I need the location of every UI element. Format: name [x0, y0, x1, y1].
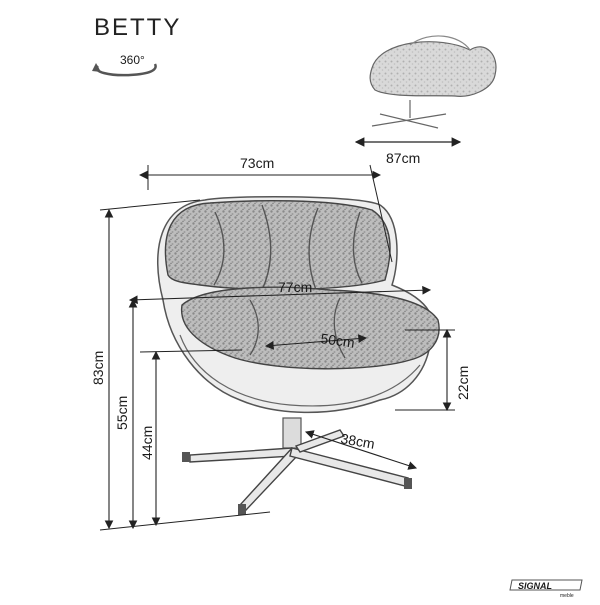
back-height-label: 55cm: [114, 396, 130, 430]
seat-height-tick-top: [139, 349, 243, 353]
brand-name: SIGNAL: [518, 581, 552, 591]
backrest-cushion: [164, 200, 391, 291]
seat-depth-line: [264, 334, 368, 350]
rotation-label: 360°: [120, 53, 145, 67]
side-view-thumbnail: [369, 35, 497, 129]
top-width-tick-right: [369, 164, 393, 263]
thumbnail-width-label: 87cm: [386, 150, 420, 166]
rotate-360-icon: 360°: [92, 53, 157, 77]
total-height-label: 83cm: [90, 351, 106, 385]
base-radius-line: [304, 430, 418, 470]
seat-depth-label: 50cm: [320, 330, 356, 351]
total-height-tick-bottom: [99, 511, 271, 531]
total-height-tick-top: [99, 199, 201, 211]
inner-width-label: 77cm: [278, 279, 312, 295]
base-radius-label: 38cm: [339, 430, 375, 452]
chair-illustration: [157, 195, 440, 515]
top-width-label: 73cm: [240, 155, 274, 171]
armrest-height-label: 22cm: [455, 366, 471, 400]
brand-tagline: meble: [560, 593, 574, 599]
inner-width-line: [128, 285, 432, 305]
product-title: BETTY: [94, 14, 182, 41]
seat-height-label: 44cm: [139, 426, 155, 460]
signal-logo: SIGNAL meble: [509, 579, 583, 599]
swivel-column: [282, 417, 302, 449]
